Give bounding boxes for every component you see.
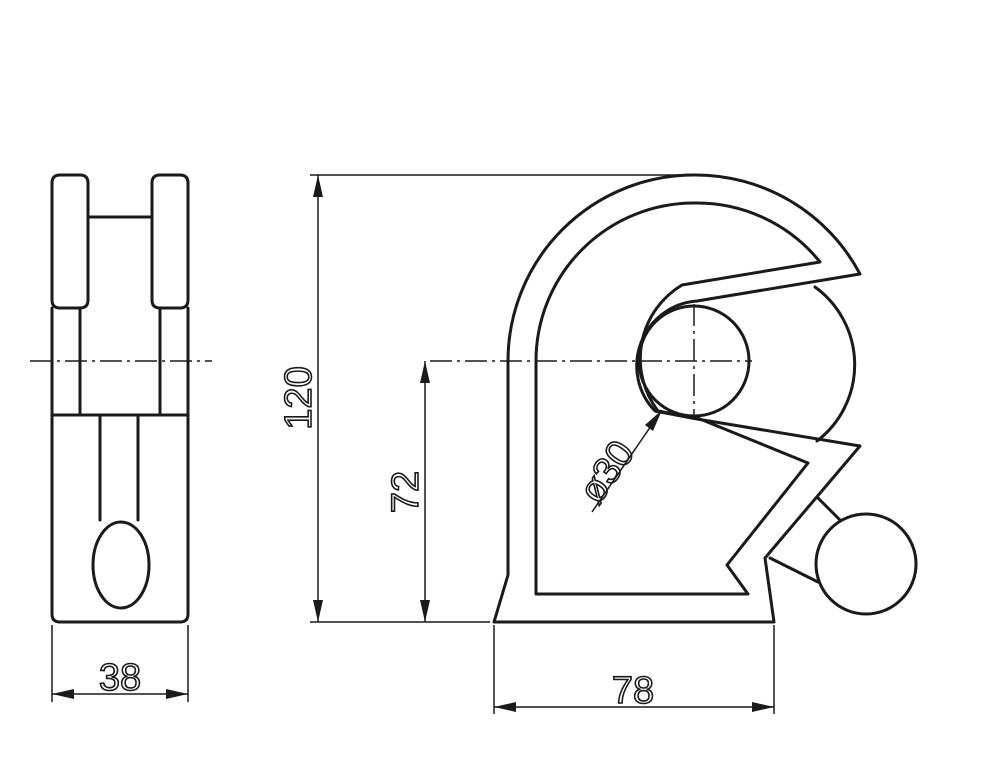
dimension-label-78: 78	[612, 670, 654, 712]
arrow-left	[494, 702, 516, 712]
side-view	[30, 173, 212, 624]
hook-inner-contour	[534, 201, 822, 596]
side-view-oval-hole	[91, 520, 151, 610]
arrow-right	[166, 689, 188, 699]
dimension-base-width: 78	[493, 625, 775, 714]
dimension-height-total: 120	[277, 174, 690, 623]
dimension-hole-diameter: ø30	[570, 409, 663, 513]
dimension-label-72: 72	[385, 471, 427, 513]
arrow-top	[420, 361, 430, 383]
hook-outer-contour	[492, 173, 862, 624]
handle-ball	[814, 512, 918, 616]
boss-arc	[813, 285, 857, 443]
leader-arrow	[645, 410, 662, 431]
arrow-left	[52, 689, 74, 699]
side-view-slot	[98, 413, 140, 522]
front-view	[430, 173, 918, 624]
arrow-right	[752, 702, 774, 712]
side-view-outline	[50, 173, 90, 310]
side-view-top-right-lug	[150, 173, 190, 310]
dimension-label-120: 120	[278, 366, 320, 429]
dimension-width-side: 38	[51, 625, 189, 702]
dimension-label-38: 38	[99, 657, 141, 699]
side-view-body	[50, 306, 190, 624]
dimension-label-diameter: ø30	[571, 433, 643, 511]
arrow-bottom	[420, 600, 430, 622]
handle-rod-lower	[768, 556, 820, 584]
handle-rod-upper	[816, 496, 842, 522]
arrow-top	[313, 175, 323, 197]
dimension-height-center: 72	[384, 361, 430, 622]
arrow-bottom	[313, 600, 323, 622]
